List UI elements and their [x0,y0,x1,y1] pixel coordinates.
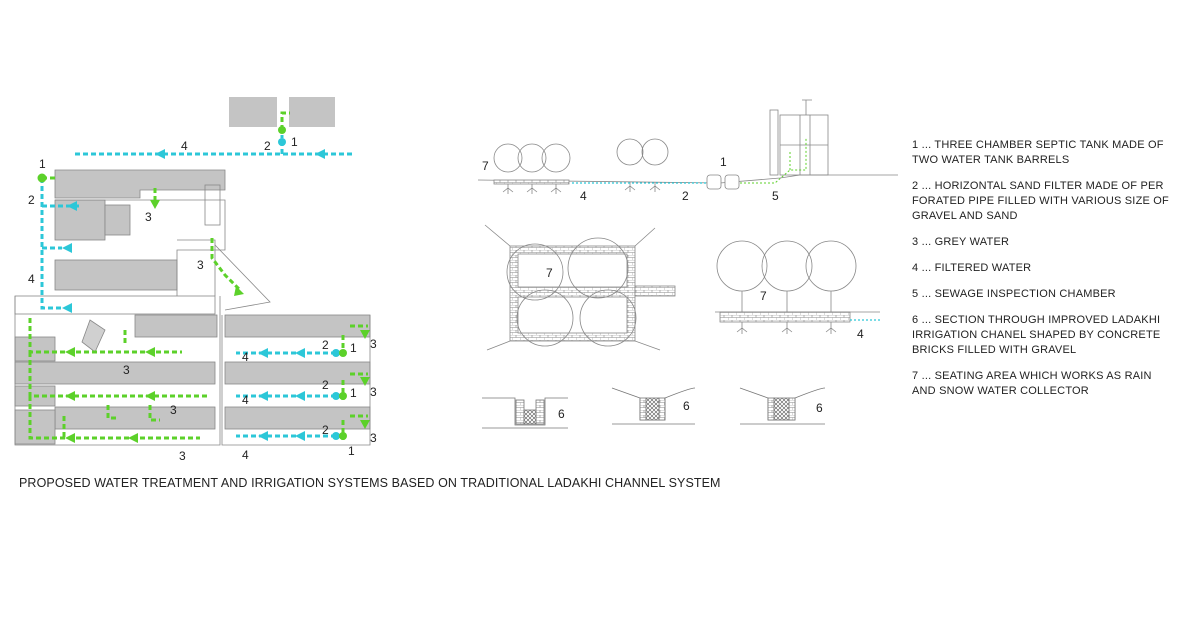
plan-label-2: 2 [28,193,35,207]
plan-label-1: 1 [350,341,357,355]
plan-label-3: 3 [197,258,204,272]
ground-line [477,174,898,184]
legend-item-4: 4 ... FILTERED WATER [912,262,1032,274]
plan-label-3: 3 [370,337,377,351]
building-top-left [229,97,277,127]
plan-label-1: 1 [39,157,46,171]
section-elevation [477,99,898,194]
section-label-1: 1 [720,155,727,169]
legend-item-5: 5 ... SEWAGE INSPECTION CHAMBER [912,288,1116,300]
section-label-4: 4 [580,189,587,203]
plan-label-2: 2 [322,378,329,392]
legend-item-6: 6 ... SECTION THROUGH IMPROVED LADAKHI I… [912,314,1161,356]
section-label-2: 2 [682,189,689,203]
plan-label-3: 3 [170,403,177,417]
septic-tank-nodes [37,126,347,440]
channel-numbers: 6 6 6 [558,399,823,421]
plan-label-3: 3 [179,449,186,463]
channel-section-b [611,387,696,425]
legend: 1 ... THREE CHAMBER SEPTIC TANK MADE OF … [912,138,1172,410]
site-plan: 1 2 4 4 2 1 3 3 3 3 3 4 4 4 2 2 2 1 1 1 … [14,97,377,463]
plan-label-2: 2 [322,423,329,437]
plan-label-3: 3 [123,363,130,377]
seating-section [493,179,570,185]
elevation-label-4: 4 [857,327,864,341]
plan-label-4: 4 [242,350,249,364]
plan-label-4: 4 [242,393,249,407]
plan-label-1: 1 [291,135,298,149]
plan-label-4: 4 [181,139,188,153]
legend-item-2: 2 ... HORIZONTAL SAND FILTER MADE OF PER… [912,180,1169,222]
filtered-water-arrows [62,149,325,441]
channel-label-6: 6 [816,401,823,415]
sand-filter-nodes [278,138,340,440]
plan-label-1: 1 [348,444,355,458]
building-outlines [14,184,371,446]
septic-tank-section [706,174,740,190]
roots [502,182,661,194]
legend-item-1: 1 ... THREE CHAMBER SEPTIC TANK MADE OF … [912,139,1164,166]
seating-elevation [715,240,880,334]
plan-label-3: 3 [370,431,377,445]
legend-item-7: 7 ... SEATING AREA WHICH WORKS AS RAIN A… [912,370,1152,397]
seating-plan-label-7: 7 [546,266,553,280]
plan-label-2: 2 [264,139,271,153]
elevation-label-7: 7 [760,289,767,303]
plan-label-1: 1 [350,386,357,400]
channel-section-a [482,397,568,429]
section-numbers: 7 4 2 1 5 [482,155,779,203]
section-label-5: 5 [772,189,779,203]
plan-label-2: 2 [322,338,329,352]
plan-numbers: 1 2 4 4 2 1 3 3 3 3 3 4 4 4 2 2 2 1 1 1 … [28,135,377,463]
section-label-7: 7 [482,159,489,173]
figure-caption: PROPOSED WATER TREATMENT AND IRRIGATION … [19,476,721,490]
seating-plan [484,224,676,351]
legend-item-3: 3 ... GREY WATER [912,236,1010,248]
building-top-right [289,97,335,127]
channel-sections [482,387,826,429]
house-section [769,99,829,176]
building-blocks [14,169,371,445]
plan-label-3: 3 [370,385,377,399]
channel-label-6: 6 [683,399,690,413]
trees-section-left [493,138,669,173]
channel-label-6: 6 [558,407,565,421]
grey-water-arrows [65,200,370,443]
plan-label-3: 3 [145,210,152,224]
plan-label-4: 4 [242,448,249,462]
channel-section-c [739,387,826,425]
plan-label-4: 4 [28,272,35,286]
